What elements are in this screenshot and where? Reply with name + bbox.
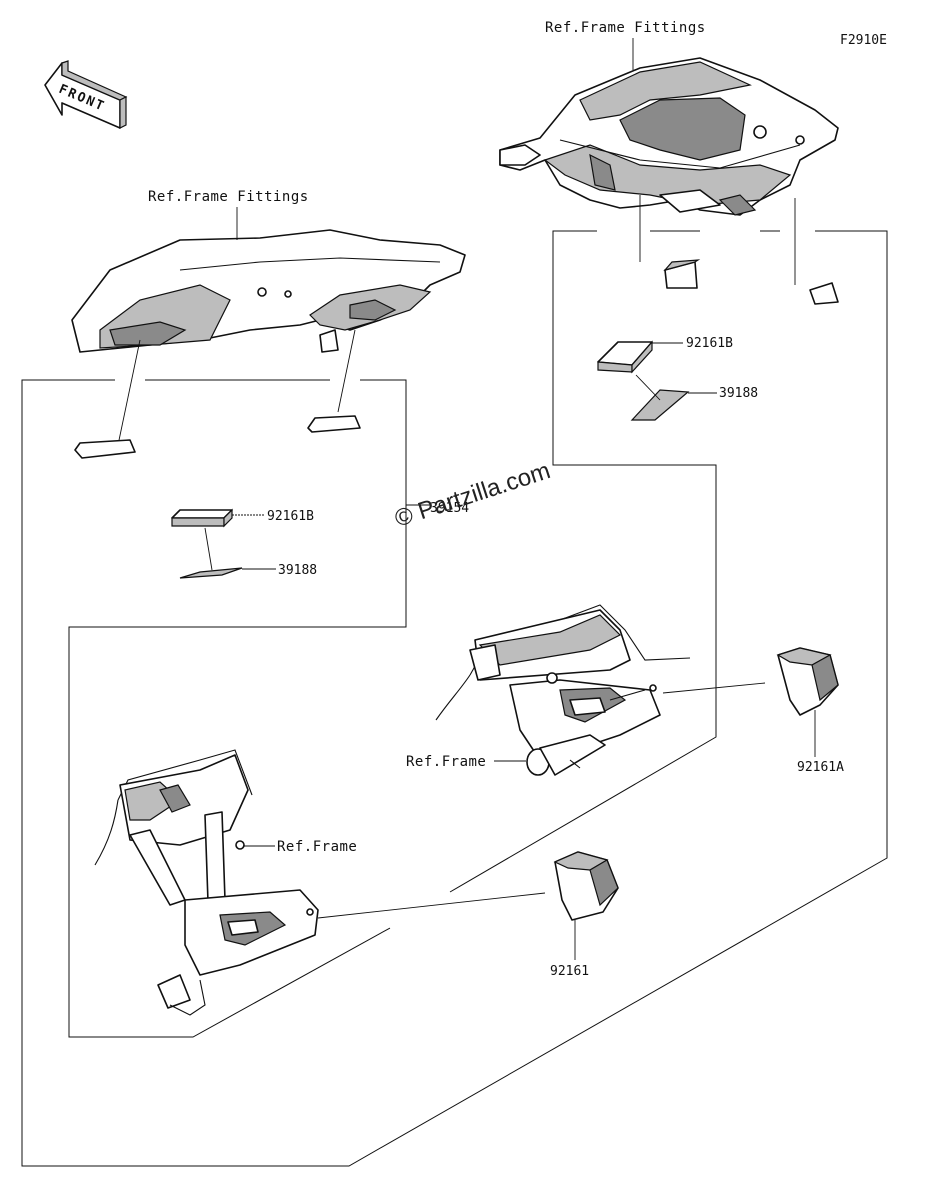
group-box-left <box>68 379 407 1038</box>
label-ref-frame-mid: Ref.Frame <box>406 754 486 770</box>
upper-frame-fitting-right <box>499 57 839 216</box>
label-ref-frame-fittings-left: Ref.Frame Fittings <box>148 189 309 205</box>
diagram-code: F2910E <box>840 33 887 48</box>
pad-right-upper-a <box>639 195 701 289</box>
part-92161B-right <box>597 340 683 374</box>
code-92161A: 92161A <box>797 760 844 775</box>
part-92161 <box>317 851 619 960</box>
label-ref-frame-fittings-top: Ref.Frame Fittings <box>545 20 706 36</box>
code-39188-right: 39188 <box>719 386 758 401</box>
frame-section-low <box>94 749 319 1016</box>
code-92161B-left: 92161B <box>267 509 314 524</box>
pad-right-upper-b <box>794 198 839 305</box>
code-92161B-right: 92161B <box>686 336 733 351</box>
front-direction-arrow-icon: FRONT <box>44 60 128 129</box>
upper-frame-fitting-left <box>71 229 466 353</box>
part-39188-right <box>630 374 717 421</box>
code-92161: 92161 <box>550 964 589 979</box>
label-ref-frame-low: Ref.Frame <box>277 839 357 855</box>
watermark: © Partzilla.com <box>392 457 554 533</box>
part-92161A <box>662 647 839 757</box>
group-box-right <box>21 230 888 1167</box>
frame-section-mid <box>435 604 691 776</box>
pad-left-b <box>307 329 361 433</box>
code-hidden: 39154 <box>430 501 469 516</box>
code-39188-left: 39188 <box>278 563 317 578</box>
part-92161B-left <box>171 508 265 528</box>
pad-left-a <box>74 339 141 459</box>
part-39188-left <box>179 527 276 579</box>
